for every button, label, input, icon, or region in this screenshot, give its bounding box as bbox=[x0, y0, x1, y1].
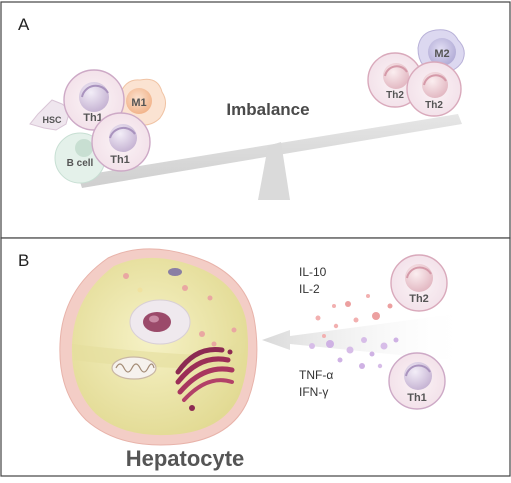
th2-label-a2: Th2 bbox=[425, 100, 443, 111]
th2-cell-a2: Th2 bbox=[406, 61, 462, 117]
panel-b: B bbox=[0, 237, 511, 477]
th1-label-a2: Th1 bbox=[110, 154, 130, 166]
th1-label-a1: Th1 bbox=[83, 112, 103, 124]
vesicles bbox=[123, 268, 237, 347]
cytokine-tnfa: TNF-α bbox=[299, 368, 333, 382]
th2-label-b: Th2 bbox=[409, 293, 429, 305]
hepatocyte-cell: Hepatocyte bbox=[59, 248, 258, 471]
cytokine-ifng: IFN-γ bbox=[299, 385, 328, 399]
cytokine-particles bbox=[309, 294, 399, 369]
panel-b-label: B bbox=[18, 251, 29, 270]
panel-a-label: A bbox=[18, 15, 30, 34]
th1-cell-b: Th1 bbox=[388, 352, 446, 410]
mitochondrion bbox=[111, 356, 157, 380]
m2-label: M2 bbox=[434, 48, 449, 60]
bcell-label: B cell bbox=[67, 158, 94, 169]
golgi-apparatus bbox=[175, 346, 235, 411]
m1-label: M1 bbox=[131, 97, 146, 109]
th1-cell-a2: Th1 bbox=[91, 112, 151, 172]
balance-scale bbox=[78, 114, 462, 200]
cytokine-il10: IL-10 bbox=[299, 265, 327, 279]
cytokine-il2: IL-2 bbox=[299, 282, 320, 296]
nucleus bbox=[129, 299, 191, 345]
hsc-cell: HSC bbox=[29, 99, 71, 131]
th1-label-b: Th1 bbox=[407, 392, 427, 404]
panel-a: A Imbalance HSC B cell M1 bbox=[0, 1, 511, 239]
hsc-label: HSC bbox=[42, 115, 62, 125]
hepatocyte-title: Hepatocyte bbox=[126, 446, 245, 471]
th2-label-a1: Th2 bbox=[386, 90, 404, 101]
m2-macrophage: M2 bbox=[417, 29, 465, 73]
th2-cell-b: Th2 bbox=[390, 254, 448, 312]
balance-fulcrum bbox=[258, 142, 290, 200]
signal-arrow bbox=[262, 312, 470, 362]
imbalance-title: Imbalance bbox=[226, 100, 309, 119]
